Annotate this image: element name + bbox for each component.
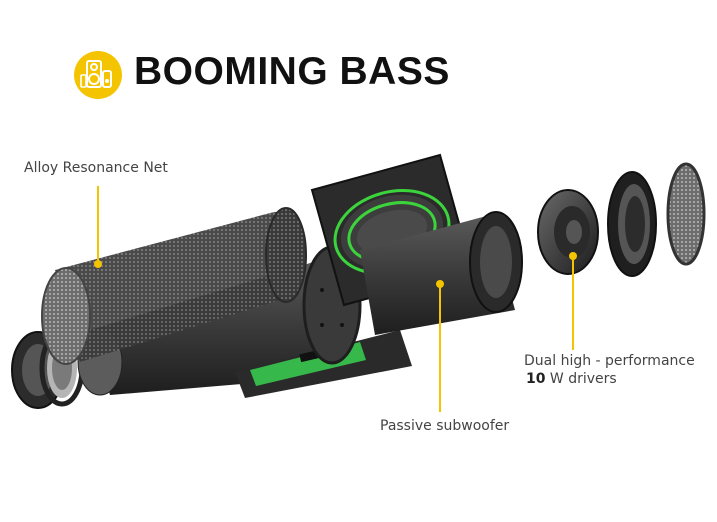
drivers-line2: 10 W drivers <box>524 371 695 389</box>
callout-drivers-label: Dual high - performance 10 W drivers <box>524 353 695 388</box>
driver-rear <box>607 171 657 277</box>
speaker-badge <box>74 51 122 99</box>
callout-passive-label: Passive subwoofer <box>380 418 510 434</box>
callout-alloy-label: Alloy Resonance Net <box>24 160 168 176</box>
callout-passive-line <box>436 280 444 412</box>
end-grille <box>666 162 706 266</box>
driver-front <box>537 189 599 275</box>
callout-drivers-line <box>569 252 577 350</box>
drivers-wattage: 10 <box>526 370 546 387</box>
alloy-resonance-net <box>41 207 307 365</box>
drivers-line1: Dual high - performance <box>524 353 695 369</box>
page-title: BOOMING BASS <box>134 50 450 93</box>
subwoofer-housing <box>360 211 523 335</box>
callout-alloy-line <box>94 186 102 268</box>
speaker-icon <box>80 60 112 88</box>
drivers-suffix: W drivers <box>545 370 617 387</box>
